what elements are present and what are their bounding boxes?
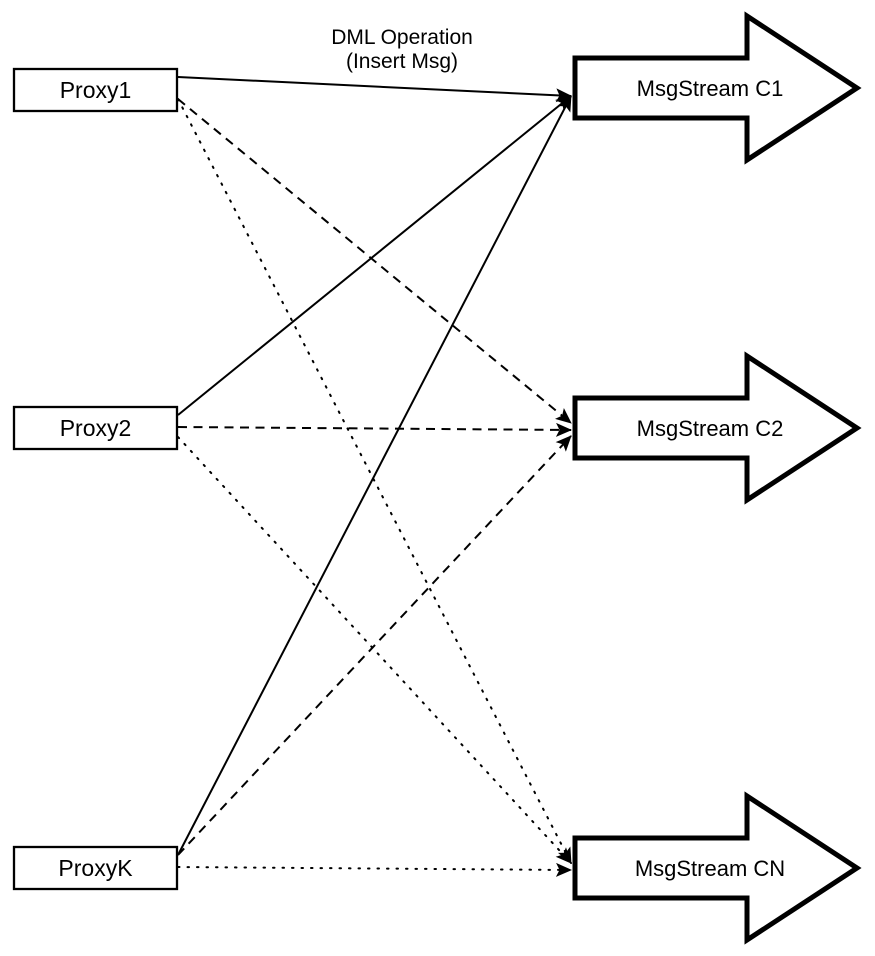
edge-proxy2-to-msgstream-cn <box>177 436 572 864</box>
stream-arrow-msgstream-c1 <box>572 11 862 165</box>
edge-proxyk-to-msgstream-cn <box>177 862 572 877</box>
dml-operation-label: DML Operation (Insert Msg) <box>331 26 473 73</box>
edge-proxy2-to-msgstream-c1 <box>177 95 572 416</box>
edge-proxy1-to-msgstream-cn <box>177 98 572 864</box>
stream-label-msgstream-cn: MsgStream CN <box>635 856 785 881</box>
edge-proxy1-to-msgstream-c2 <box>177 98 572 424</box>
proxy-box-proxy2 <box>12 405 179 451</box>
proxy-label-proxy2: Proxy2 <box>60 415 132 441</box>
dml-operation-label-line1: DML Operation <box>331 26 473 49</box>
stream-arrow-msgstream-cn <box>572 791 862 945</box>
edge-proxy1-to-msgstream-c1 <box>177 76 572 103</box>
edge-proxyk-to-msgstream-c2 <box>177 435 572 856</box>
edge-proxyk-to-msgstream-c1 <box>177 95 572 856</box>
proxy-box-proxyk <box>12 845 179 891</box>
edges-layer <box>177 76 572 877</box>
edge-proxy2-to-msgstream-c2 <box>177 422 572 437</box>
stream-label-msgstream-c1: MsgStream C1 <box>637 76 784 101</box>
proxy-label-proxy1: Proxy1 <box>60 77 132 103</box>
stream-label-msgstream-c2: MsgStream C2 <box>637 416 784 441</box>
proxy-box-proxy1 <box>12 67 179 113</box>
dml-operation-label-line2: (Insert Msg) <box>346 50 458 73</box>
proxy-label-proxyk: ProxyK <box>58 855 133 881</box>
stream-arrow-msgstream-c2 <box>572 351 862 505</box>
